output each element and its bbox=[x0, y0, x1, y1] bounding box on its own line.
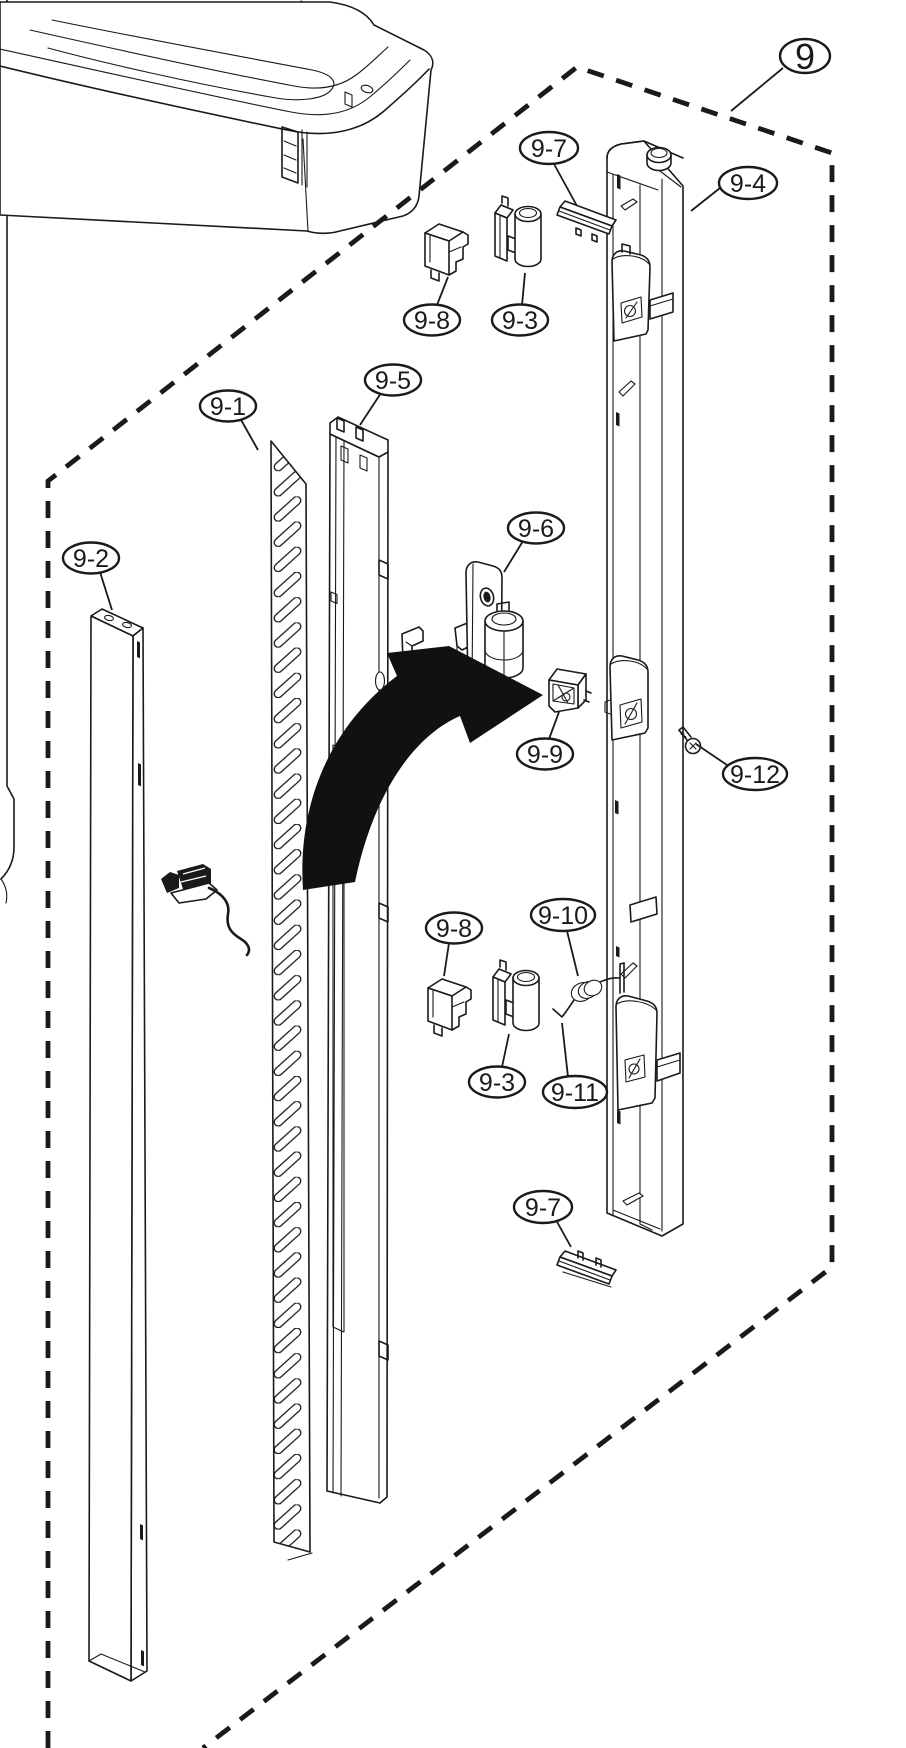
part-9-9-latch bbox=[548, 668, 592, 713]
callout-text: 9-8 bbox=[436, 915, 472, 943]
part-9-8-clip-top bbox=[424, 223, 469, 282]
callout-9-3-top: 9-3 bbox=[490, 272, 550, 337]
latch-housing-upper bbox=[611, 243, 674, 342]
rotate-arrow-icon bbox=[302, 646, 543, 890]
leader-line bbox=[548, 711, 560, 740]
leader-line bbox=[503, 540, 524, 573]
callout-bubble bbox=[778, 37, 832, 75]
leader-line bbox=[359, 392, 382, 426]
leader-line bbox=[521, 272, 526, 306]
callout-9-2: 9-2 bbox=[61, 541, 121, 611]
leader-line bbox=[555, 1219, 572, 1248]
callout-bubble bbox=[518, 130, 580, 166]
callout-text: 9-5 bbox=[375, 367, 411, 395]
leader-line bbox=[566, 930, 579, 977]
diagram-art bbox=[0, 0, 835, 1748]
part-9-3-bushing-bottom bbox=[492, 959, 540, 1032]
leader-line bbox=[561, 1022, 569, 1078]
leader-line bbox=[695, 743, 728, 766]
callout-text: 9-7 bbox=[531, 135, 567, 163]
leader-line bbox=[443, 942, 450, 977]
leader-line bbox=[501, 1033, 510, 1068]
callout-9-8-bottom: 9-8 bbox=[424, 911, 484, 977]
callout-text: 9-3 bbox=[479, 1069, 515, 1097]
callout-9-7-top: 9-7 bbox=[518, 130, 580, 207]
leader-line bbox=[730, 67, 784, 112]
callout-bubble bbox=[512, 1189, 574, 1225]
part-9-10-spring bbox=[552, 962, 625, 1018]
callout-bubble bbox=[363, 363, 423, 397]
callout-9-9: 9-9 bbox=[515, 711, 575, 771]
callout-text: 9-6 bbox=[518, 515, 554, 543]
callout-text: 9-7 bbox=[525, 1194, 561, 1222]
callout-text: 9-2 bbox=[73, 545, 109, 573]
callout-text: 9-10 bbox=[538, 902, 588, 930]
callout-text: 9-12 bbox=[730, 761, 780, 789]
callouts: 9 9-7 9-4 9-8 9-3 9-5 bbox=[61, 36, 832, 1248]
part-9-7-strip-bottom bbox=[556, 1250, 617, 1288]
leader-line bbox=[436, 276, 449, 306]
part-9-4-rail bbox=[604, 140, 684, 1237]
callout-9-7-bottom: 9-7 bbox=[512, 1189, 574, 1248]
part-9-12-screw bbox=[678, 726, 702, 755]
callout-bubble bbox=[490, 303, 550, 337]
leader-line bbox=[690, 187, 721, 212]
part-9-3-bushing-top bbox=[494, 195, 542, 268]
part-9-2-side-trim bbox=[88, 608, 148, 1682]
callout-bubble bbox=[721, 756, 789, 792]
callout-9-10: 9-10 bbox=[529, 897, 597, 977]
leader-line bbox=[553, 163, 578, 207]
callout-bubble bbox=[529, 897, 597, 933]
callout-text: 9-8 bbox=[414, 307, 450, 335]
callout-bubble bbox=[717, 165, 779, 201]
callout-bubble bbox=[61, 541, 121, 575]
callout-9-5: 9-5 bbox=[359, 363, 423, 426]
callout-bubble bbox=[541, 1074, 609, 1110]
callout-text: 9-11 bbox=[551, 1079, 599, 1107]
callout-bubble bbox=[467, 1065, 527, 1099]
part-9-5-rail bbox=[326, 416, 389, 1504]
callout-bubble bbox=[198, 389, 258, 423]
callout-text: 9 bbox=[795, 36, 815, 77]
latch-housing-middle bbox=[604, 655, 649, 741]
callout-9-8-top: 9-8 bbox=[402, 276, 462, 337]
door-bin bbox=[0, 0, 434, 235]
callout-9-11: 9-11 bbox=[541, 1022, 609, 1110]
callout-bubble bbox=[424, 911, 484, 945]
callout-bubble bbox=[402, 303, 462, 337]
part-9-1-vent-strip bbox=[270, 440, 313, 1561]
leader-line bbox=[99, 571, 113, 611]
callout-text: 9-9 bbox=[527, 741, 563, 769]
leader-line bbox=[239, 417, 259, 451]
door-edge-outline bbox=[0, 0, 15, 904]
callout-9-3-bottom: 9-3 bbox=[467, 1033, 527, 1099]
callout-9-12: 9-12 bbox=[695, 743, 789, 792]
callout-9: 9 bbox=[730, 36, 832, 112]
callout-9-6: 9-6 bbox=[503, 511, 566, 573]
part-9-8-clip-bottom bbox=[427, 978, 472, 1037]
callout-bubble bbox=[515, 737, 575, 771]
callout-bubble bbox=[506, 511, 566, 545]
callout-text: 9-3 bbox=[502, 307, 538, 335]
wire-harness bbox=[161, 864, 251, 957]
latch-housing-lower bbox=[615, 896, 681, 1111]
callout-text: 9-4 bbox=[730, 170, 766, 198]
callout-9-1: 9-1 bbox=[198, 389, 259, 451]
part-9-7-strip-top bbox=[556, 200, 617, 243]
assembly-boundary-dashed bbox=[45, 64, 835, 1748]
callout-9-4: 9-4 bbox=[690, 165, 779, 212]
callout-text: 9-1 bbox=[210, 393, 246, 421]
